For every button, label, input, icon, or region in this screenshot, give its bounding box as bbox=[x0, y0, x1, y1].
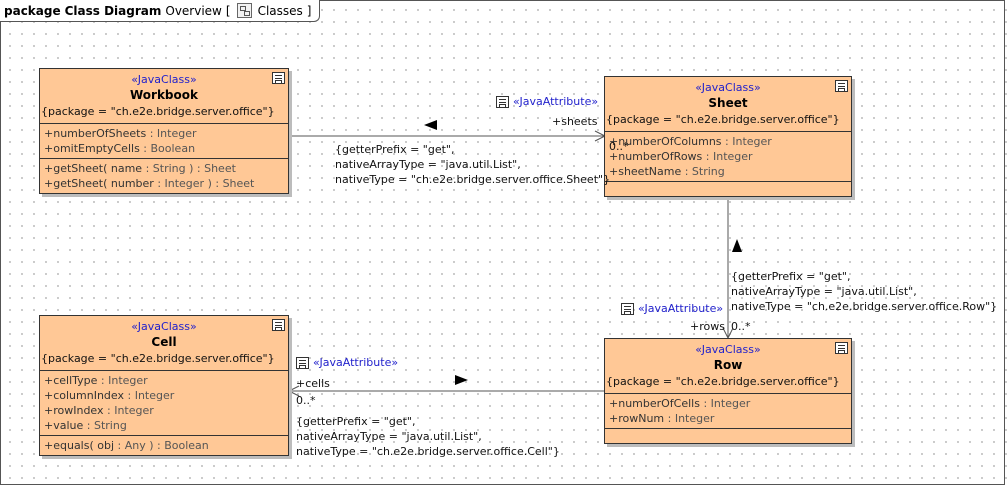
class-header: «JavaClass» Workbook {package = "ch.e2e.… bbox=[40, 69, 288, 123]
attribute-item[interactable]: +omitEmptyCells : Boolean bbox=[44, 142, 196, 155]
attribute-item[interactable]: +sheetName : String bbox=[609, 165, 725, 178]
java-attribute-icon bbox=[496, 95, 509, 108]
association-cells-tags: {getterPrefix = "get", nativeArrayType =… bbox=[296, 415, 560, 458]
attribute-item[interactable]: +columnIndex : Integer bbox=[44, 389, 175, 402]
frame-context: Overview bbox=[165, 3, 222, 18]
association-sheets-tags: {getterPrefix = "get", nativeArrayType =… bbox=[335, 143, 611, 186]
class-name: Workbook bbox=[129, 88, 198, 102]
attribute-item[interactable]: +cellType : Integer bbox=[44, 374, 148, 387]
class-stereotype: «JavaClass» bbox=[695, 81, 761, 94]
class-row[interactable]: «JavaClass» Row {package = "ch.e2e.bridg… bbox=[604, 338, 852, 444]
class-name: Sheet bbox=[708, 96, 748, 110]
operation-item[interactable]: +getSheet( name : String ) : Sheet bbox=[44, 162, 236, 175]
attribute-compartment: +numberOfCells : Integer +rowNum : Integ… bbox=[605, 393, 851, 428]
operation-compartment bbox=[605, 428, 851, 443]
association-cells-role: +cells bbox=[296, 377, 330, 390]
operation-item[interactable]: +equals( obj : Any ) : Boolean bbox=[44, 439, 209, 452]
association-sheets-stereotype: «JavaAttribute» bbox=[496, 95, 598, 108]
association-rows-direction-icon bbox=[732, 239, 742, 252]
operation-compartment: +getSheet( name : String ) : Sheet +getS… bbox=[40, 158, 288, 193]
operation-item[interactable]: +getSheet( number : Integer ) : Sheet bbox=[44, 177, 255, 190]
class-stereotype: «JavaClass» bbox=[131, 320, 197, 333]
frame-kind: package bbox=[4, 3, 61, 18]
class-header: «JavaClass» Cell {package = "ch.e2e.brid… bbox=[40, 316, 288, 370]
association-rows-role: +rows bbox=[690, 320, 725, 333]
class-diagram-icon bbox=[236, 3, 252, 18]
diagram-link-classes[interactable]: Classes bbox=[257, 3, 303, 18]
attribute-item[interactable]: +rowNum : Integer bbox=[609, 412, 715, 425]
attribute-item[interactable]: +rowIndex : Integer bbox=[44, 404, 154, 417]
class-stereotype: «JavaClass» bbox=[695, 343, 761, 356]
association-sheets-multiplicity: 0..* bbox=[609, 140, 629, 153]
class-sheet[interactable]: «JavaClass» Sheet {package = "ch.e2e.bri… bbox=[604, 76, 852, 197]
association-sheets-role: +sheets bbox=[552, 115, 598, 128]
association-rows-stereotype: «JavaAttribute» bbox=[621, 302, 723, 315]
attribute-item[interactable]: +numberOfCells : Integer bbox=[609, 397, 751, 410]
attribute-compartment: +numberOfColumns : Integer +numberOfRows… bbox=[605, 131, 851, 181]
class-header: «JavaClass» Row {package = "ch.e2e.bridg… bbox=[605, 339, 851, 393]
association-sheets-direction-icon bbox=[424, 120, 437, 130]
association-cells-stereotype: «JavaAttribute» bbox=[296, 356, 398, 369]
java-attribute-icon bbox=[296, 356, 309, 369]
java-class-icon bbox=[835, 342, 848, 354]
java-attribute-icon bbox=[621, 302, 634, 315]
attribute-item[interactable]: +value : String bbox=[44, 419, 127, 432]
frame-bracket-close: ] bbox=[306, 3, 312, 18]
attribute-item[interactable]: +numberOfRows : Integer bbox=[609, 150, 753, 163]
class-name: Row bbox=[713, 358, 743, 372]
association-cells-multiplicity: 0..* bbox=[296, 394, 316, 407]
frame-bracket-open: [ bbox=[225, 3, 231, 18]
java-class-icon bbox=[272, 319, 285, 331]
java-class-icon bbox=[835, 80, 848, 92]
association-cells-arrowhead bbox=[287, 385, 300, 397]
attribute-item[interactable]: +numberOfSheets : Integer bbox=[44, 127, 197, 140]
association-rows-multiplicity: 0..* bbox=[731, 320, 751, 333]
class-tagged-values: {package = "ch.e2e.bridge.server.office"… bbox=[606, 113, 840, 126]
class-tagged-values: {package = "ch.e2e.bridge.server.office"… bbox=[41, 105, 275, 118]
class-tagged-values: {package = "ch.e2e.bridge.server.office"… bbox=[41, 352, 275, 365]
association-rows-tags: {getterPrefix = "get", nativeArrayType =… bbox=[731, 270, 998, 313]
operation-compartment: +equals( obj : Any ) : Boolean bbox=[40, 435, 288, 455]
class-header: «JavaClass» Sheet {package = "ch.e2e.bri… bbox=[605, 77, 851, 131]
attribute-compartment: +numberOfSheets : Integer +omitEmptyCell… bbox=[40, 123, 288, 158]
attribute-compartment: +cellType : Integer +columnIndex : Integ… bbox=[40, 370, 288, 435]
class-name: Cell bbox=[151, 335, 177, 349]
class-workbook[interactable]: «JavaClass» Workbook {package = "ch.e2e.… bbox=[39, 68, 289, 194]
diagram-title: Class Diagram bbox=[64, 3, 162, 18]
java-class-icon bbox=[272, 72, 285, 84]
diagram-frame-header: package Class Diagram Overview [ Classes… bbox=[0, 0, 321, 22]
attribute-item[interactable]: +numberOfColumns : Integer bbox=[609, 135, 772, 148]
class-tagged-values: {package = "ch.e2e.bridge.server.office"… bbox=[606, 375, 840, 388]
association-cells-direction-icon bbox=[455, 375, 468, 385]
class-cell[interactable]: «JavaClass» Cell {package = "ch.e2e.brid… bbox=[39, 315, 289, 456]
class-stereotype: «JavaClass» bbox=[131, 73, 197, 86]
operation-compartment bbox=[605, 181, 851, 196]
